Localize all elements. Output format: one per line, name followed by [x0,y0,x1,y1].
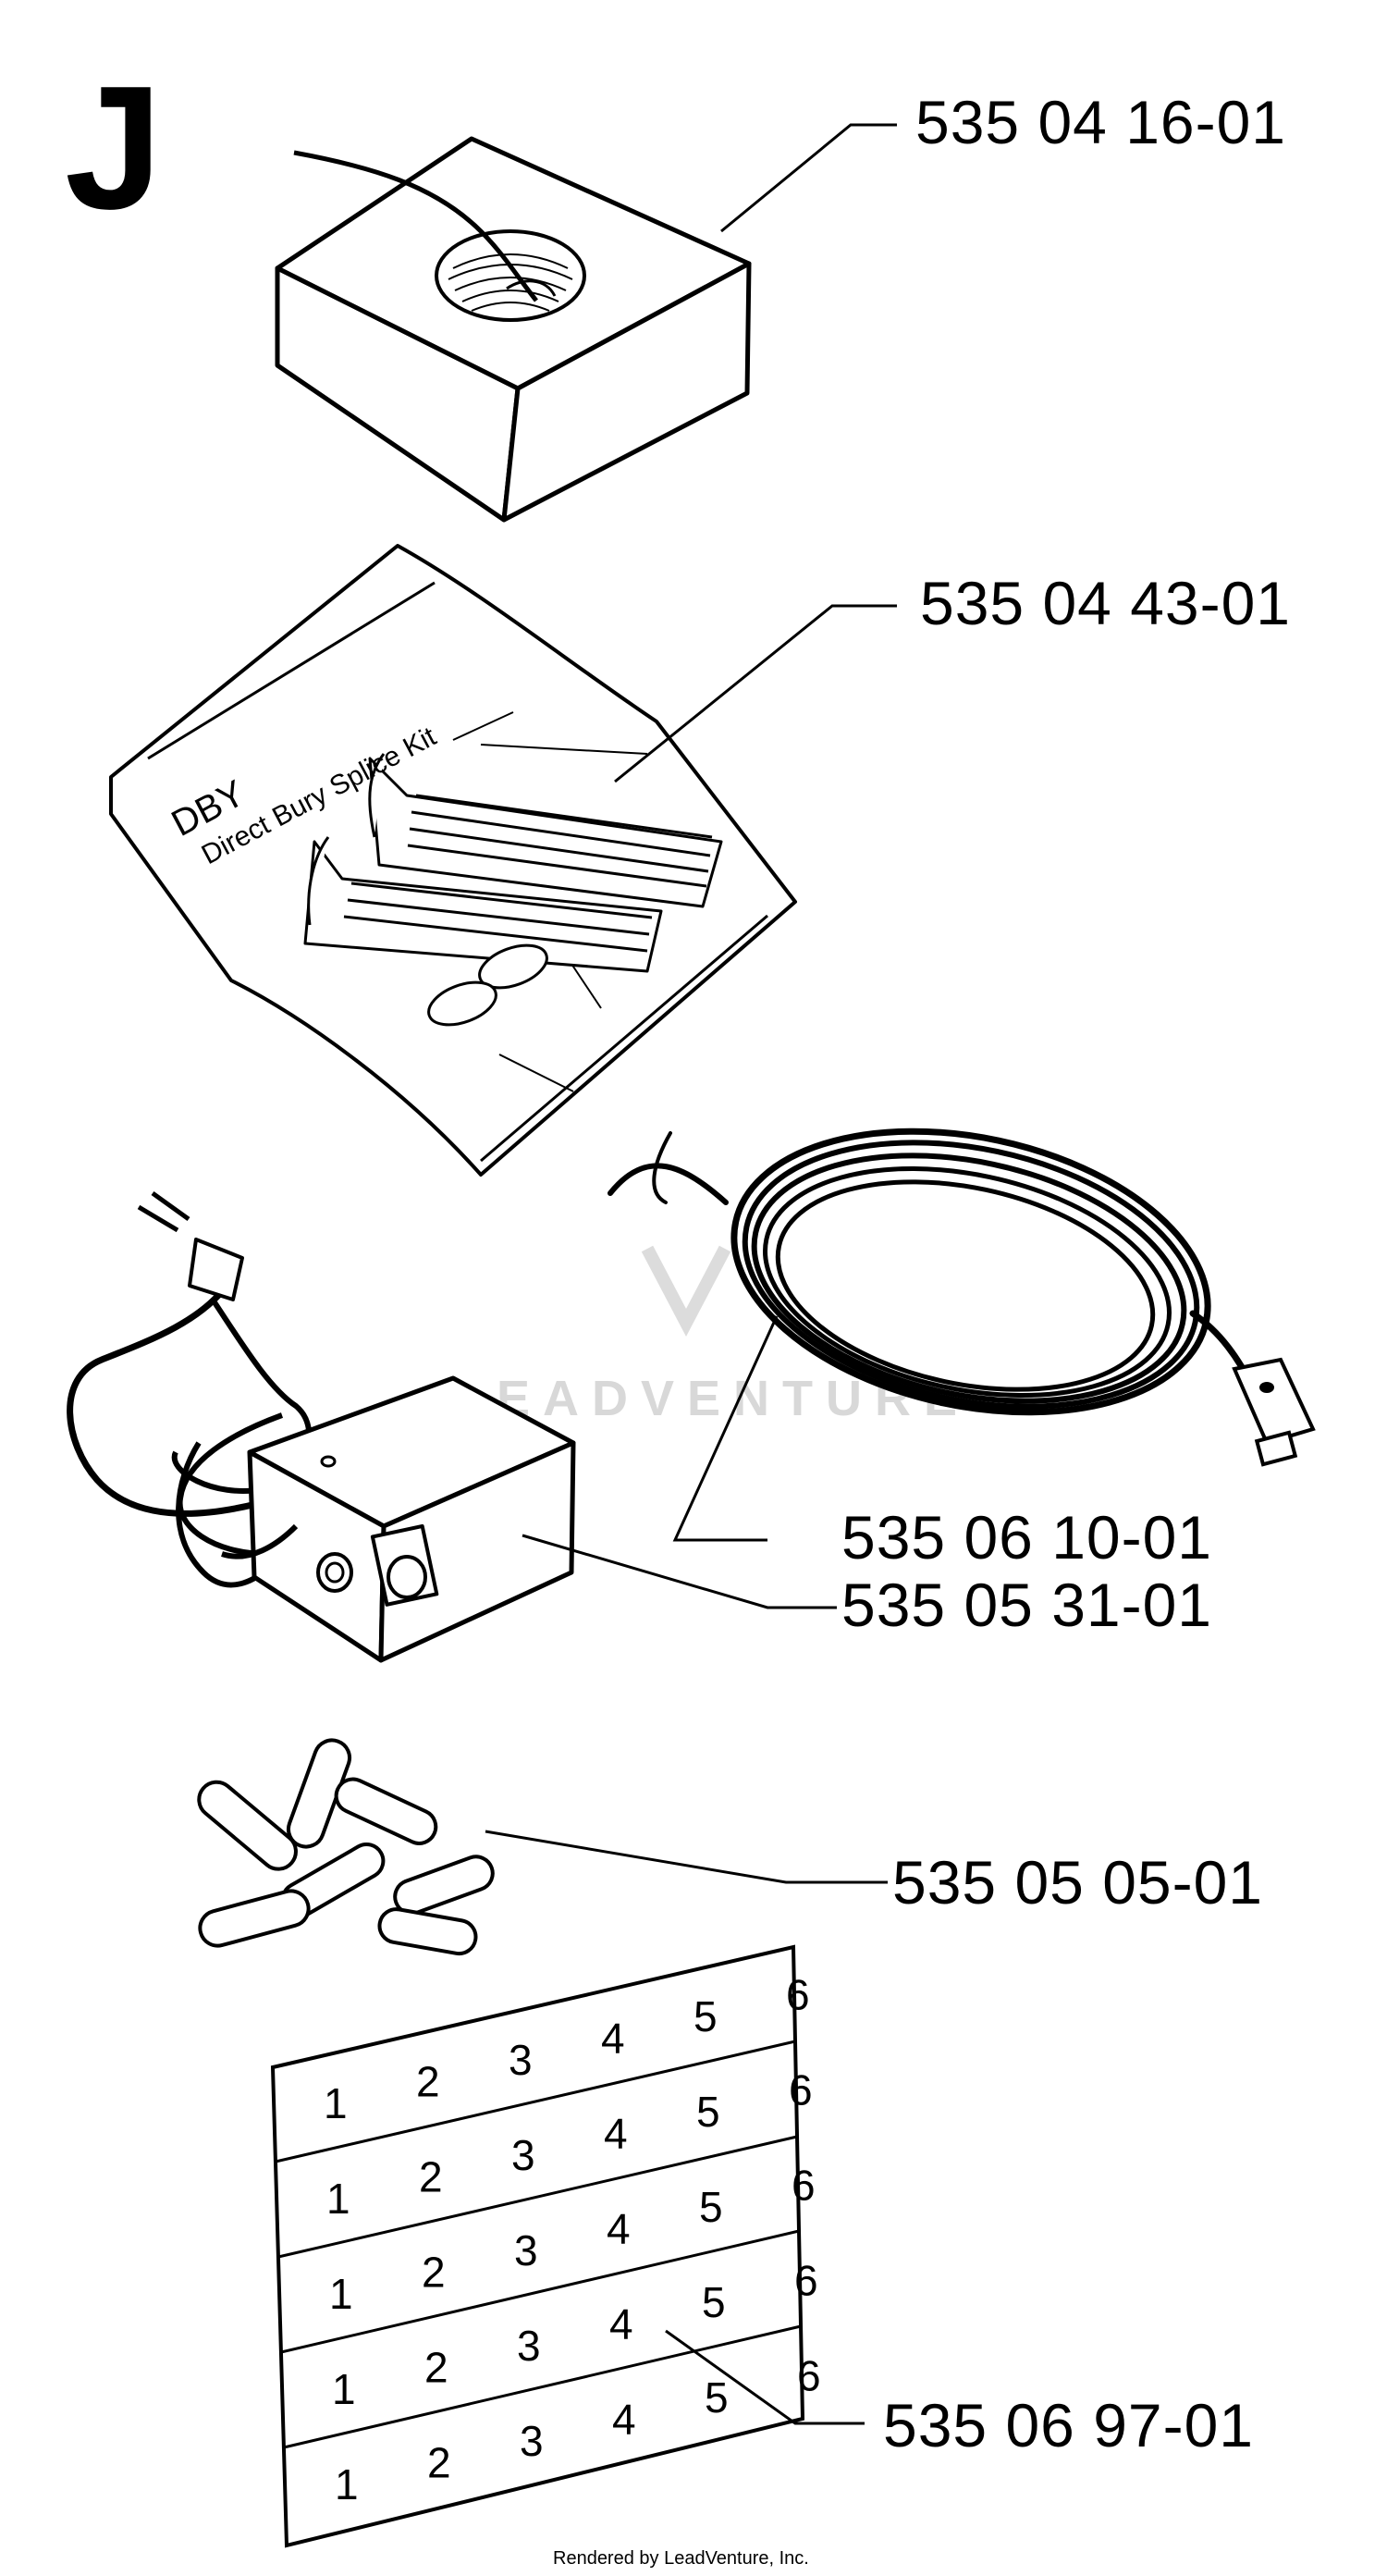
label-number: 3 [520,2417,544,2465]
label-number: 1 [326,2175,350,2223]
label-number: 3 [517,2322,541,2370]
label-number: 5 [696,2088,720,2136]
label-number: 5 [702,2278,726,2326]
label-number: 2 [424,2344,448,2392]
cable-illustration [608,1128,1316,1467]
label-sheet-illustration [270,1944,805,2548]
label-number: 5 [699,2183,723,2231]
label-number: 4 [601,2015,625,2063]
part-number-power-box: 535 05 31-01 [841,1571,1212,1639]
footer-credit: Rendered by LeadVenture, Inc. [553,2548,809,2569]
label-number: 4 [604,2110,628,2158]
label-number: 1 [332,2365,356,2413]
power-box-illustration [67,1190,576,1663]
label-number: 1 [335,2460,359,2508]
leader-lines [485,123,897,2425]
label-number: 5 [705,2373,729,2422]
label-number: 1 [329,2270,353,2318]
label-number: 4 [607,2205,631,2253]
pegs-illustration [197,1738,495,1956]
part-number-labels: 535 04 16-01 535 04 43-01 535 06 10-01 5… [841,88,1291,2459]
coil-illustration [275,136,752,523]
label-number: 3 [509,2036,533,2084]
label-number: 6 [797,2352,821,2400]
label-number: 3 [514,2226,538,2274]
label-number: 2 [416,2058,440,2106]
label-sheet-numbers: 1 2 3 4 5 6 1 2 3 4 5 6 1 2 3 4 5 6 1 2 3 4 5 6 1 2 3 4 5 6 [324,1971,821,2509]
label-number: 4 [612,2396,636,2444]
part-number-splice-kit: 535 04 43-01 [920,569,1291,637]
label-number: 5 [694,1992,718,2040]
label-number: 2 [422,2249,446,2297]
label-number: 6 [792,2162,816,2210]
label-number: 3 [511,2131,535,2179]
label-number: 2 [427,2439,451,2487]
section-letter: J [65,50,163,246]
part-number-coil: 535 04 16-01 [915,88,1286,156]
part-number-cable: 535 06 10-01 [841,1503,1212,1571]
label-number: 6 [786,1971,810,2019]
label-number: 2 [419,2153,443,2201]
label-number: 4 [609,2300,633,2348]
label-number: 6 [794,2257,818,2305]
label-number: 1 [324,2079,348,2127]
part-number-pegs: 535 05 05-01 [892,1848,1263,1917]
part-number-labels: 535 06 97-01 [883,2391,1254,2459]
watermark: LEADVENTURE [453,1245,957,1426]
splice-kit-illustration: DBY Direct Bury Splice Kit [109,544,797,1177]
label-number: 6 [789,2066,813,2114]
